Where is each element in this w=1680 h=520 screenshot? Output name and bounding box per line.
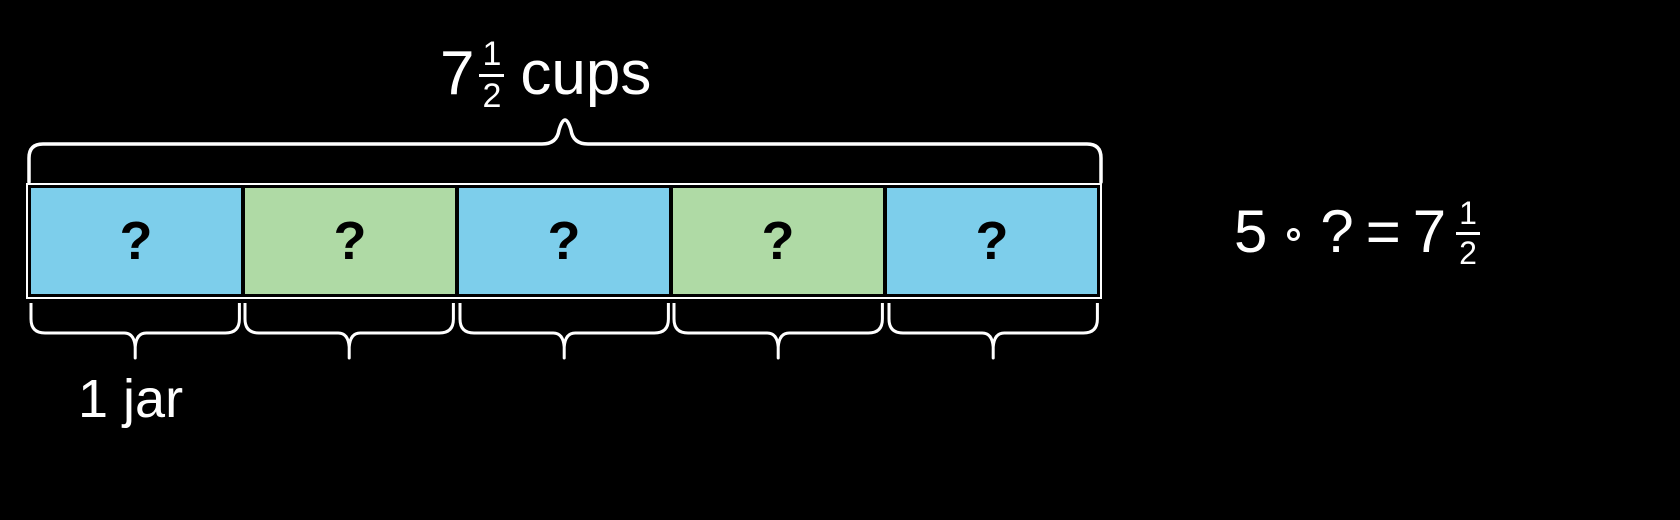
tape-cell-value: ? (547, 211, 581, 271)
tape-cell-value: ? (333, 211, 367, 271)
tape-cell[interactable]: ? (31, 188, 245, 294)
unit-label: 1 jar (78, 369, 184, 429)
unit-brace (671, 303, 885, 361)
unit-brace (28, 303, 242, 361)
equation-equals-sign: = (1365, 198, 1401, 266)
unit-brace-icon (28, 303, 242, 361)
unit-braces-row (28, 303, 1100, 361)
tape-cell-value: ? (975, 211, 1009, 271)
tape-cell[interactable]: ? (459, 188, 673, 294)
tape-cell-value: ? (119, 211, 153, 271)
equation-unknown-factor[interactable]: ? (1320, 198, 1354, 266)
equation-result-fraction: 1 2 (1456, 197, 1480, 269)
unit-brace (242, 303, 456, 361)
total-fraction-bar (479, 73, 505, 77)
tape-cell-value: ? (761, 211, 795, 271)
total-whole-number: 7 (440, 39, 475, 109)
total-fraction-denominator: 2 (482, 76, 502, 115)
unit-brace (886, 303, 1100, 361)
unit-brace-icon (457, 303, 671, 361)
unit-brace-icon (242, 303, 456, 361)
tape-cell[interactable]: ? (887, 188, 1097, 294)
total-unit-label: cups (520, 39, 652, 109)
tape-cell[interactable]: ? (673, 188, 887, 294)
unit-brace-icon (671, 303, 885, 361)
total-fraction: 1 2 (479, 35, 505, 115)
equation-result-whole: 7 (1412, 198, 1447, 266)
equation-result-denominator: 2 (1459, 234, 1477, 271)
equation-result-fraction-bar (1456, 231, 1480, 235)
total-span-brace-icon (27, 118, 1103, 184)
total-amount-label: 7 1 2 cups (440, 35, 652, 115)
multiplication-dot-icon (1287, 227, 1301, 241)
unit-brace (457, 303, 671, 361)
equation: 5 ? = 7 1 2 (1228, 196, 1482, 269)
equation-left-factor: 5 (1234, 198, 1268, 266)
total-span-brace (26, 118, 1104, 184)
tape-cell[interactable]: ? (245, 188, 459, 294)
tape-diagram: ? ? ? ? ? (28, 185, 1100, 297)
equation-result-numerator: 1 (1459, 195, 1477, 231)
unit-brace-icon (886, 303, 1100, 361)
total-fraction-numerator: 1 (482, 35, 502, 73)
